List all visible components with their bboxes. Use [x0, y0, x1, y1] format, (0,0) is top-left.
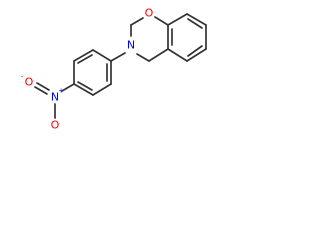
bond — [36, 82, 50, 91]
nitrophenyl-ring — [73, 49, 112, 96]
bond — [136, 53, 150, 62]
bond — [73, 49, 94, 62]
bonds — [34, 13, 207, 119]
nitro-nitrogen-charge: + — [58, 87, 64, 95]
bond-inner — [187, 45, 203, 57]
ring-nitrogen-label: N — [127, 39, 135, 52]
bond — [167, 48, 188, 62]
bond-inner — [77, 81, 93, 91]
nitro-oxygen-top-label: O — [25, 76, 34, 89]
structure-canvas: O N N + O - O — [0, 0, 233, 148]
ring-oxygen-label: O — [145, 7, 154, 20]
nitro-oxygen-bottom-label: O — [51, 119, 60, 132]
benzoxazine-benzene-ring — [167, 13, 207, 62]
bond-inner — [187, 18, 203, 29]
bond — [34, 86, 48, 95]
molecule-diagram: O N N + O - O — [21, 7, 207, 132]
nitro-oxygen-top-charge: - — [21, 73, 24, 81]
bond — [154, 16, 169, 26]
bond — [61, 83, 75, 92]
bond — [186, 13, 207, 26]
bond — [148, 48, 169, 62]
bond — [130, 17, 144, 26]
bond — [186, 48, 207, 62]
atom-labels: O N N + O - O — [21, 7, 154, 132]
bond — [92, 83, 112, 96]
nitro-nitrogen-label: N — [51, 91, 59, 104]
nitro-group-bonds — [34, 82, 75, 119]
bond-n-aryl — [110, 52, 126, 62]
bond-inner — [77, 54, 93, 64]
bond — [167, 13, 188, 26]
oxazine-ring — [130, 16, 169, 62]
bond — [92, 49, 112, 62]
bond — [73, 83, 94, 96]
